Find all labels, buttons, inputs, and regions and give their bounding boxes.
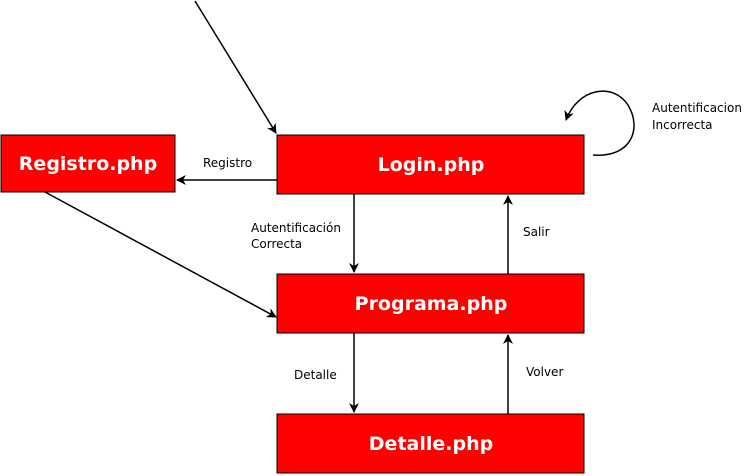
edge-login-self-loop — [564, 90, 635, 156]
edge-label-registro: Registro — [203, 156, 252, 170]
node-detalle-label: Detalle.php — [369, 433, 493, 455]
node-registro-label: Registro.php — [19, 153, 157, 175]
node-registro: Registro.php — [0, 134, 176, 193]
edge-label-autentificacion-incorrecta-line1: Autentificacion — [652, 101, 742, 115]
node-detalle: Detalle.php — [276, 413, 585, 474]
edge-label-autentificacion-correcta-line1: Autentificación — [251, 221, 341, 235]
edge-label-detalle: Detalle — [294, 368, 337, 382]
node-programa-box — [276, 273, 585, 334]
node-detalle-box — [276, 413, 585, 474]
edge-label-volver: Volver — [526, 365, 563, 379]
edge-label-salir: Salir — [523, 225, 550, 239]
edge-label-autentificacion-correcta-line2: Correcta — [251, 237, 302, 251]
node-login-box — [276, 134, 585, 195]
node-programa: Programa.php — [276, 273, 585, 334]
node-login: Login.php — [276, 134, 585, 195]
edge-label-autentificacion-incorrecta-line2: Incorrecta — [652, 118, 713, 132]
edge-entry-to-login — [194, 0, 277, 134]
node-programa-label: Programa.php — [355, 293, 508, 315]
node-registro-box — [0, 134, 176, 193]
edge-registro-to-programa — [44, 191, 277, 318]
node-login-label: Login.php — [378, 154, 485, 176]
